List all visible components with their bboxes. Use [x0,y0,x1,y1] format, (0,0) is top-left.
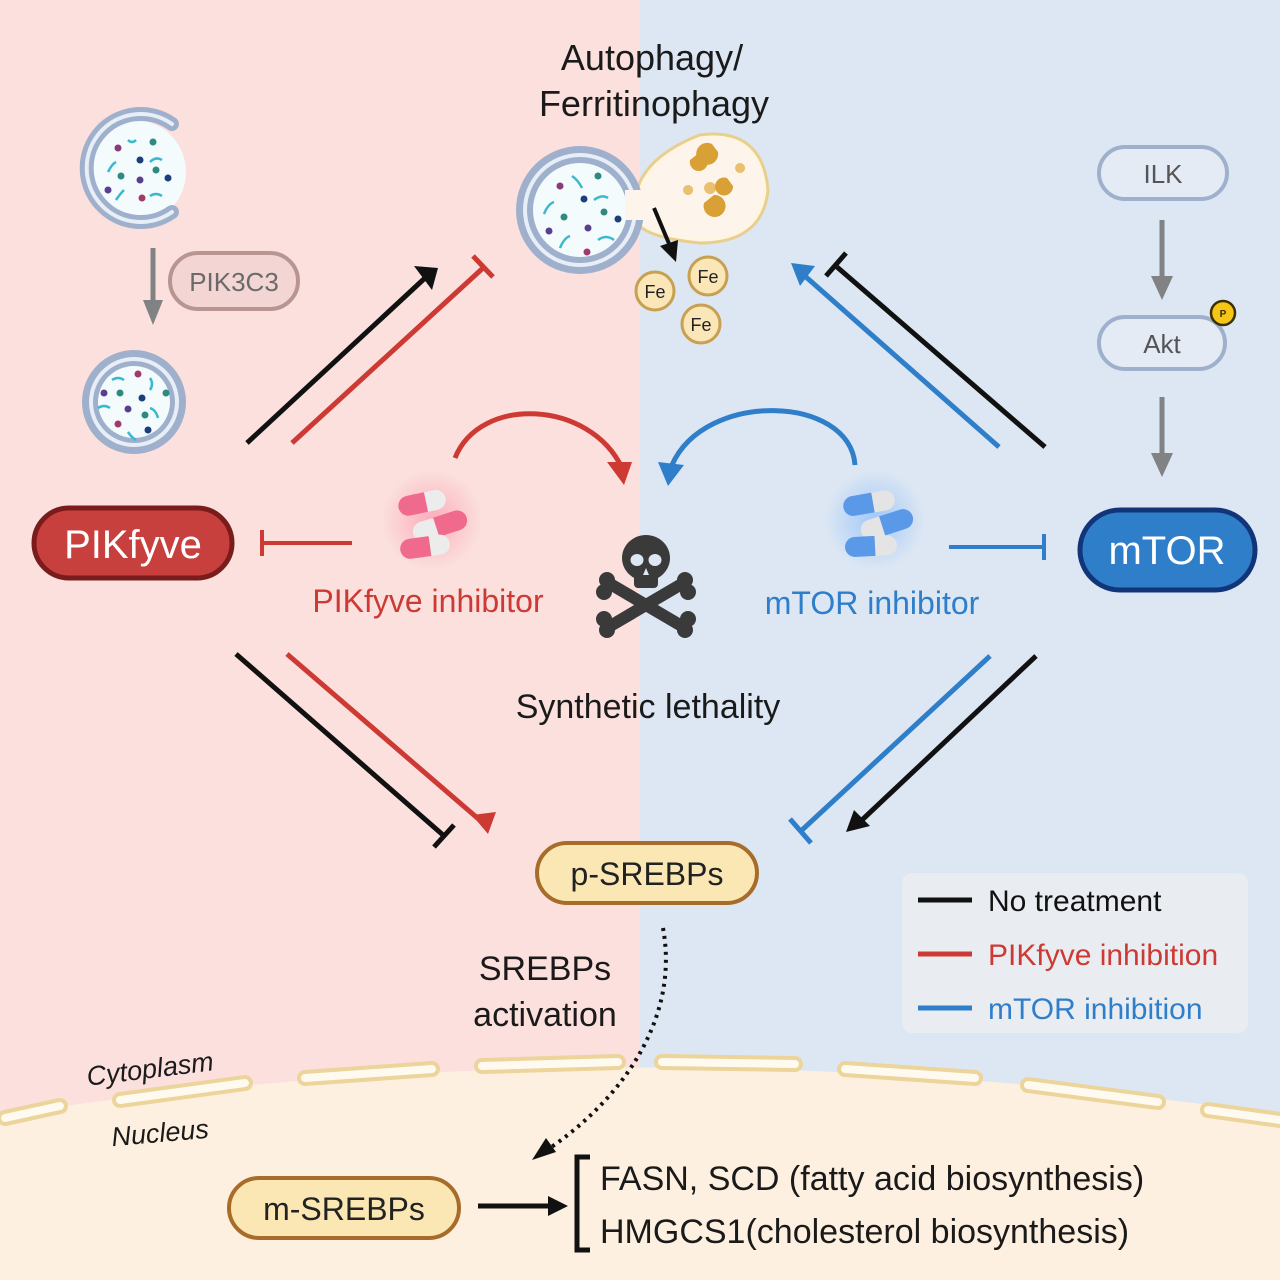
phospho-badge [1209,299,1237,327]
svg-text:Fe: Fe [690,315,711,335]
pikfyve-psrebp-tbar [432,823,456,849]
target-genes-line1: FASN, SCD (fatty acid biosynthesis) [600,1160,1144,1198]
iron-release-arrow [652,207,672,247]
target-genes-line2: HMGCS1(cholesterol biosynthesis) [600,1213,1129,1251]
ilk-label: ILK [1143,159,1183,189]
nuclear-envelope-inner [1,1058,1280,1124]
m-srebps-label: m-SREBPs [263,1191,425,1227]
mtor-inhibition-autophagy-activate-line [804,275,1001,449]
legend-box [902,873,1248,1033]
m-srebps-node[interactable] [227,1176,461,1240]
autolysosome-icon [516,132,770,274]
mtor-autophagy-inhibit-line [835,265,1047,449]
mtor-autophagy-tbar [824,251,848,278]
mtor-psrebp-arrowhead [846,810,870,832]
pikfyve-node[interactable] [31,505,235,581]
iron-fe-icon: Fe [680,303,722,345]
autophagosome-icon [82,350,186,454]
phagophore-icon [79,107,186,229]
title-line1: Autophagy/ [561,37,743,78]
pikfyve-inhibition-psrebp-arrowhead [472,812,496,834]
synthetic-lethality-label: Synthetic lethality [516,688,781,726]
srebp-translocation-dotted-arrow [548,927,668,1150]
mtor-inhibitor-to-lethality-curve [669,408,858,467]
akt-label: Akt [1143,329,1181,359]
iron-release-arrowhead [660,240,678,262]
pikfyve-inhibition-autophagy-tbar [471,254,495,279]
title-line2: Ferritinophagy [539,83,769,124]
pikfyve-autophagy-activate-line [245,276,427,445]
p-srebps-label: p-SREBPs [571,856,724,892]
pikfyve-inhibition-autophagy-inhibit-line [290,266,485,445]
pik3c3-node[interactable] [168,251,300,311]
mtor-inhibition-psrebp-inhibit-line [800,654,992,832]
pikfyve-autophagy-arrowhead [414,266,438,290]
p-srebps-node[interactable] [535,841,759,905]
mtor-psrebp-activate-line [860,654,1038,822]
pikfyve-label: PIKfyve [64,523,202,567]
mtor-inhibition-autophagy-arrowhead [791,263,815,286]
srebp-activation-line2: activation [473,996,617,1034]
srebp-translocation-arrowhead [532,1138,556,1160]
iron-fe-icon: Fe [687,255,729,297]
iron-fe-icon: Fe [634,270,676,312]
legend-label: No treatment [988,885,1162,918]
mtor-inhibitor-pill-icon [825,470,925,570]
mtor-inhibitor-curve-arrowhead [658,462,684,486]
pikfyve-inhibitor-curve-arrowhead [607,462,632,485]
pikfyve-psrebp-inhibit-line [234,652,445,837]
target-genes-bracket [574,1154,590,1253]
legend-label: PIKfyve inhibition [988,939,1218,972]
pik3c3-label: PIK3C3 [189,267,279,297]
phospho-label: P [1220,309,1227,320]
pikfyve-inhibitor-pill-icon [382,470,482,570]
mtor-inhibitor-label: mTOR inhibitor [765,585,980,621]
mtor-label: mTOR [1108,529,1225,573]
akt-mtor-arrowhead [1151,453,1173,477]
ilk-akt-arrowhead [1151,276,1173,300]
pik3c3-arrowhead [143,300,163,325]
mtor-inhibition-psrebp-tbar [788,817,813,845]
pikfyve-inhibitor-to-lethality-curve [452,411,625,470]
mtor-node[interactable] [1077,507,1258,593]
m-srebps-target-arrowhead [548,1196,568,1216]
srebp-activation-line1: SREBPs [479,950,611,988]
pikfyve-inhibition-psrebp-activate-line [285,652,484,824]
akt-node[interactable] [1097,315,1227,371]
pikfyve-inhibitor-label: PIKfyve inhibitor [312,583,544,619]
legend-label: mTOR inhibition [988,993,1203,1026]
svg-text:Fe: Fe [697,267,718,287]
skull-crossbones-icon [596,535,696,638]
ilk-node[interactable] [1097,145,1229,201]
svg-text:Fe: Fe [644,282,665,302]
